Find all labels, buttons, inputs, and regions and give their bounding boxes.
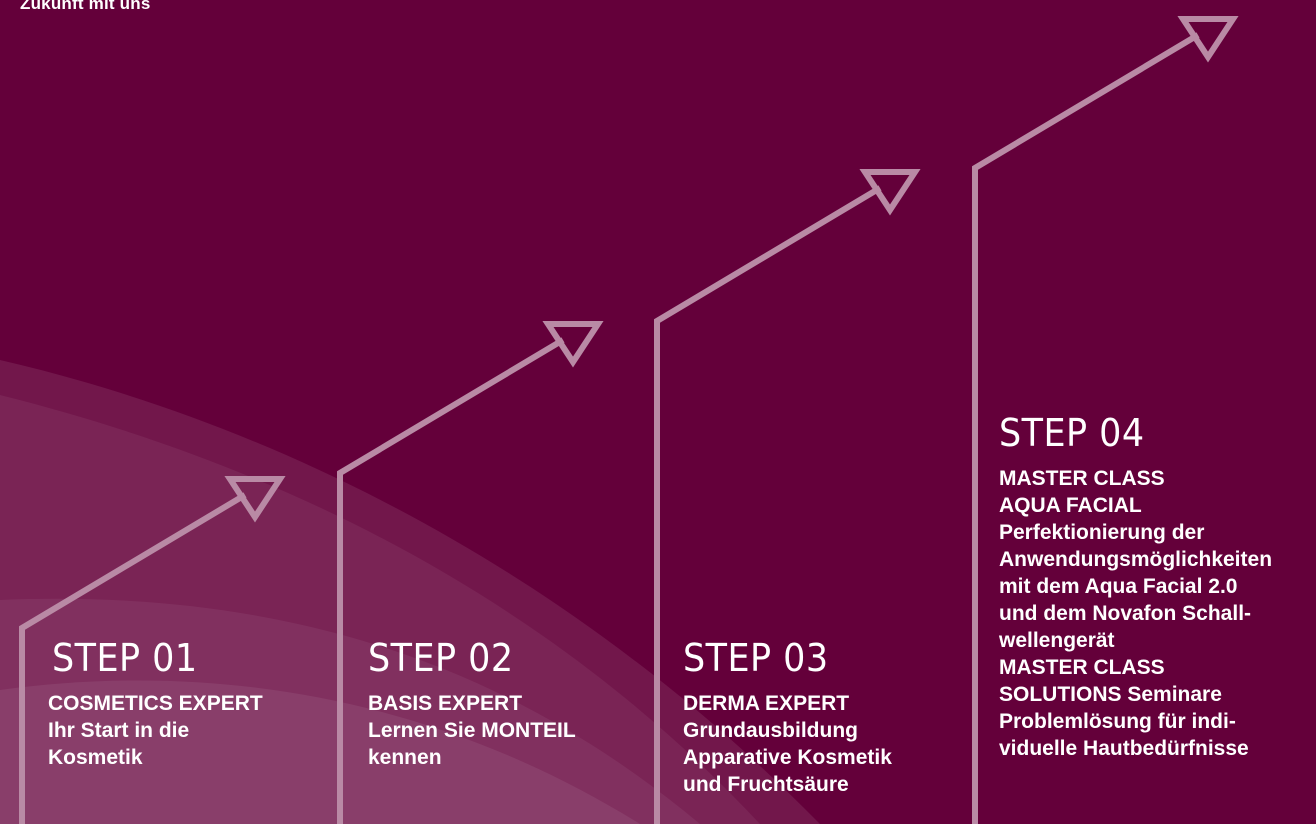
wave-shape (0, 680, 640, 824)
wave-shape (0, 598, 700, 824)
step-line: DERMA EXPERT (683, 692, 850, 715)
step-line: Ihr Start in die (48, 719, 190, 742)
step-line: kennen (368, 746, 442, 769)
triangle-down-icon (224, 476, 286, 523)
step-line: Grundausbildung (683, 719, 858, 742)
step-title: STEP 03 (683, 636, 829, 680)
triangle-down-icon (542, 321, 604, 368)
step-line: Apparative Kosmetik (683, 746, 892, 769)
step-title: STEP 01 (52, 636, 198, 680)
step-title: STEP 04 (999, 411, 1145, 455)
step-arrow-line-2 (337, 337, 565, 824)
step-title: STEP 02 (368, 636, 514, 680)
step-04: STEP 04 MASTER CLASS AQUA FACIAL Perfekt… (999, 411, 1272, 762)
step-line: wellengerät (999, 629, 1115, 652)
step-line: Perfektionierung der (999, 521, 1205, 544)
step-line: MASTER CLASS (999, 467, 1165, 490)
step-line: Problemlösung für indi- (999, 710, 1236, 733)
step-line: MASTER CLASS (999, 656, 1165, 679)
wave-shape (0, 360, 820, 824)
step-arrow-line-1 (19, 492, 247, 824)
step-line: und Fruchtsäure (683, 773, 849, 796)
step-02: STEP 02 BASIS EXPERT Lernen Sie MONTEIL … (368, 636, 576, 771)
top-caption: Zukunft mit uns (20, 0, 151, 13)
step-arrow-line-3 (654, 185, 882, 824)
triangle-down-icon (859, 169, 921, 216)
step-line: AQUA FACIAL (999, 494, 1142, 517)
triangle-down-icon (1177, 16, 1239, 63)
step-line: BASIS EXPERT (368, 692, 523, 715)
step-line: Kosmetik (48, 746, 143, 769)
step-line: COSMETICS EXPERT (48, 692, 263, 715)
step-line: und dem Novafon Schall- (999, 602, 1252, 625)
step-arrow-line-4 (972, 32, 1200, 824)
step-01: STEP 01 COSMETICS EXPERT Ihr Start in di… (48, 636, 263, 771)
step-line: viduelle Hautbedürfnisse (999, 737, 1249, 760)
step-line: Lernen Sie MONTEIL (368, 719, 576, 742)
wave-shape (0, 395, 760, 824)
step-line: mit dem Aqua Facial 2.0 (999, 575, 1238, 598)
step-line: SOLUTIONS Seminare (999, 683, 1222, 706)
step-03: STEP 03 DERMA EXPERT Grundausbildung App… (683, 636, 892, 798)
step-line: Anwendungsmöglichkeiten (999, 548, 1273, 571)
